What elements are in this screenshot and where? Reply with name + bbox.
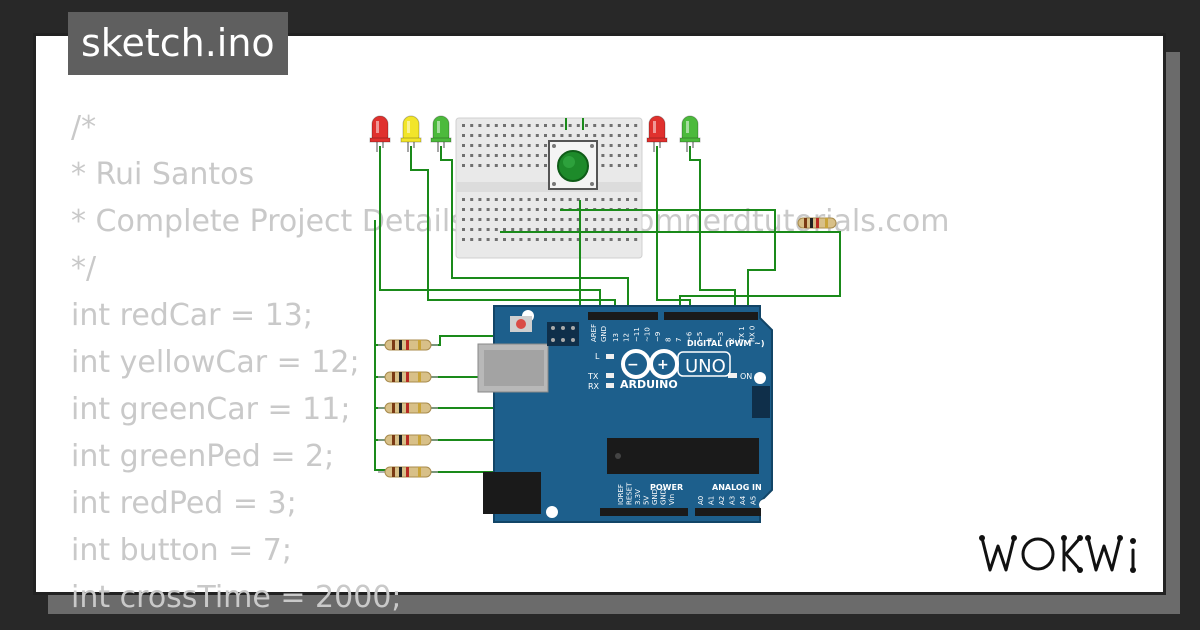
pin-label: 4 <box>707 337 715 342</box>
pin-label: 3.3V <box>634 489 642 505</box>
pin-label: GND <box>660 489 668 505</box>
digital-pins-label: DIGITAL (PWM ~) <box>687 339 765 348</box>
code-line: int redPed = 3; <box>71 486 297 521</box>
led-red <box>369 115 391 152</box>
analog-pins-label: ANALOG IN <box>712 483 762 492</box>
pin-label: A4 <box>739 495 747 505</box>
pin-label: 8 <box>665 338 673 342</box>
pin-label: 7 <box>675 338 683 342</box>
tx-led-label: TX <box>587 372 599 381</box>
pin-label: A5 <box>750 496 758 505</box>
led-yellow <box>400 115 422 152</box>
resistor <box>378 402 438 414</box>
svg-text:+: + <box>657 357 669 373</box>
board-brand-label: ARDUINO <box>620 378 678 391</box>
code-line: * Rui Santos <box>71 157 255 192</box>
pin-label: 2 <box>728 338 736 342</box>
on-led-label: ON <box>740 372 752 381</box>
l-led-label: L <box>595 352 600 361</box>
pin-label: IOREF <box>617 484 625 505</box>
pin-label: ~10 <box>644 327 652 342</box>
aref-pin-label: AREF <box>590 324 598 342</box>
code-line: int yellowCar = 12; <box>71 345 360 380</box>
led-red <box>646 115 668 152</box>
pin-label: ~9 <box>654 332 662 342</box>
pin-label: A0 <box>697 496 705 505</box>
resistor <box>378 339 438 351</box>
resistor <box>378 466 438 478</box>
resistor-group <box>378 339 438 478</box>
led-group <box>369 115 701 152</box>
pin-label: RX 0 <box>749 326 757 342</box>
power-pins-label: POWER <box>650 483 683 492</box>
pin-label: ~6 <box>686 331 694 342</box>
pin-label: A1 <box>708 496 716 505</box>
resistor <box>378 371 438 383</box>
push-button[interactable] <box>548 140 598 190</box>
code-line: int button = 7; <box>71 533 293 568</box>
pin-label: 12 <box>623 333 631 342</box>
gnd-pin-label: GND <box>600 326 608 342</box>
pin-label: ~11 <box>633 327 641 342</box>
arduino-uno-board: − + UNO ARDUINO DIGITAL (PWM ~) ON L TX … <box>477 305 773 523</box>
pin-label: Vin <box>668 494 676 505</box>
rx-led-label: RX <box>588 382 600 391</box>
code-line: /* <box>71 110 97 145</box>
pin-label: TX 1 <box>738 326 746 343</box>
code-line: int redCar = 13; <box>71 298 313 333</box>
resistor <box>797 217 837 229</box>
code-line: int greenPed = 2; <box>71 439 335 474</box>
code-line: int greenCar = 11; <box>71 392 351 427</box>
sketch-file-title: sketch.ino <box>68 12 288 75</box>
led-green <box>430 115 452 152</box>
svg-text:−: − <box>627 357 639 373</box>
board-model-label: UNO <box>685 356 726 377</box>
pin-label: ~5 <box>696 332 704 342</box>
pin-label: 5V <box>643 496 651 505</box>
pin-label: 13 <box>612 333 620 342</box>
pin-label: ~3 <box>717 332 725 342</box>
pin-label: A2 <box>718 496 726 505</box>
wokwi-logo <box>979 535 1136 573</box>
code-line: int crossTime = 2000; <box>71 580 402 615</box>
code-line: */ <box>71 251 97 286</box>
led-green <box>679 115 701 152</box>
pin-label: RESET <box>626 482 634 505</box>
resistor <box>378 434 438 446</box>
pin-label: GND <box>651 489 659 505</box>
pin-label: A3 <box>729 496 737 505</box>
